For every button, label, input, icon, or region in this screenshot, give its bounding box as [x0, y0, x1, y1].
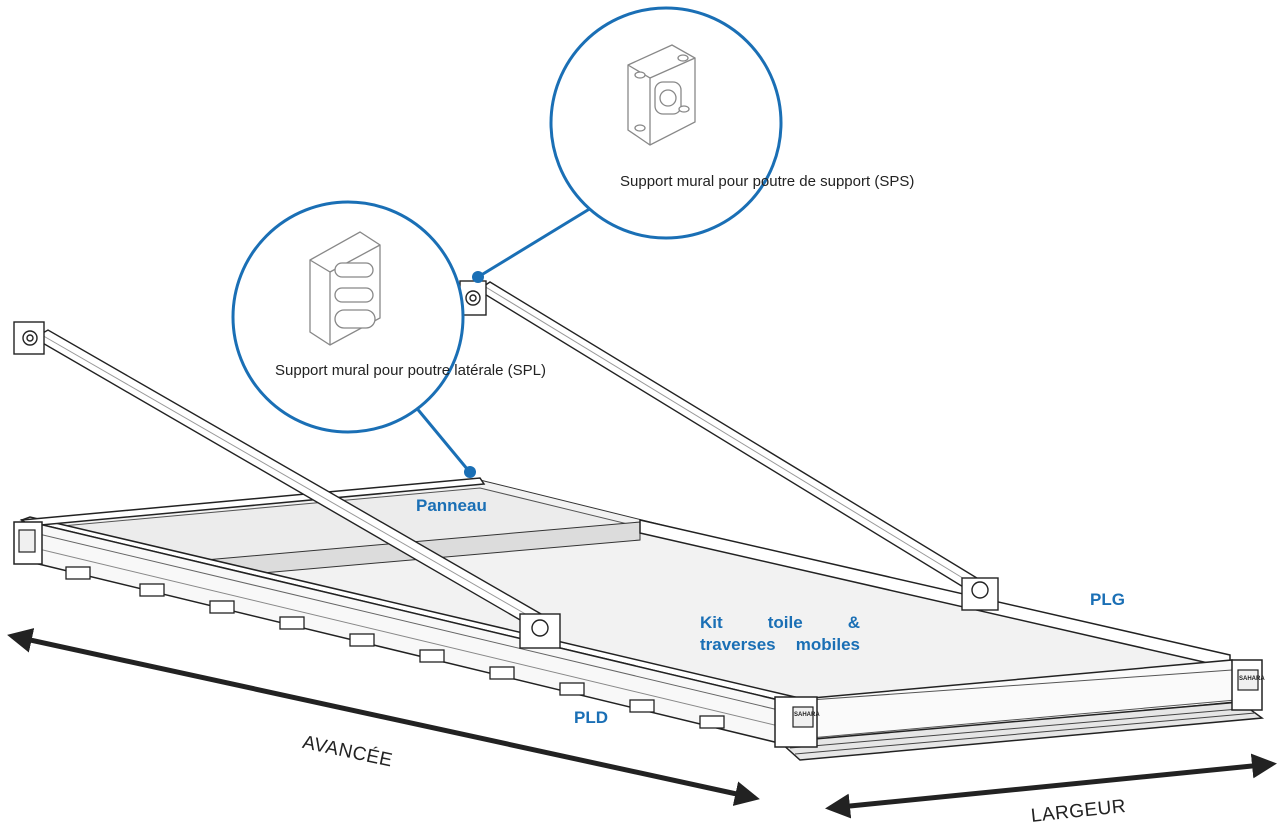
sps-bracket-drawing	[627, 44, 696, 146]
kit-word-2: toile	[767, 613, 803, 632]
pld-label: PLD	[574, 708, 608, 727]
avancee-arrow	[7, 628, 760, 806]
kit-word-4: traverses	[700, 635, 776, 654]
spl-leader	[408, 399, 470, 471]
right-support-pole	[459, 280, 999, 611]
kit-word-3: &	[847, 613, 860, 632]
sps-caption: Support mural pour poutre de support (SP…	[620, 173, 915, 190]
kit-word-5: mobiles	[795, 635, 860, 654]
spl-callout	[231, 200, 465, 434]
sps-leader-dot	[472, 271, 484, 283]
plg-label: PLG	[1090, 590, 1125, 609]
panneau-label: Panneau	[416, 496, 487, 515]
frame	[13, 477, 1265, 761]
sps-callout	[549, 6, 783, 240]
kit-line-1: Kit toile &	[700, 612, 860, 634]
sps-leader	[477, 203, 597, 279]
brand-mark-front: SAHARA	[794, 712, 820, 718]
spl-leader-dot	[464, 466, 476, 478]
spl-caption: Support mural pour poutre latérale (SPL)	[275, 362, 546, 379]
brand-mark-right: SAHARA	[1239, 676, 1265, 682]
wall-bracket-left	[13, 321, 45, 355]
kit-word-1: Kit	[700, 613, 723, 632]
spl-bracket-drawing	[309, 231, 381, 346]
gutter	[778, 701, 1265, 761]
kit-line-2: traverses mobiles	[700, 634, 860, 656]
kit-label: Kit toile & traverses mobiles	[700, 612, 860, 656]
largeur-arrow	[825, 753, 1277, 819]
